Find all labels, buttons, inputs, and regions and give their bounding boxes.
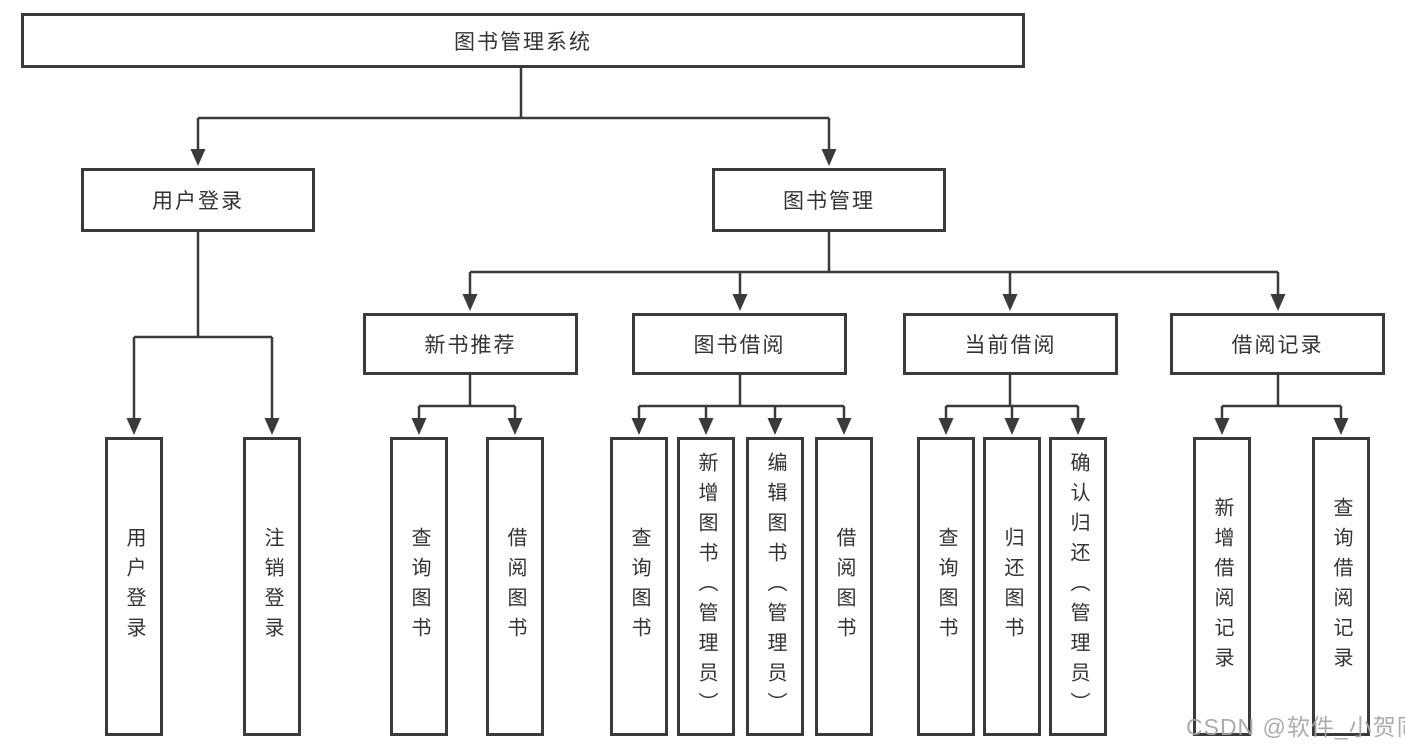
leaf-record-query-label: 查询借阅记录 — [1330, 496, 1352, 677]
leaf-record-query: 查询借阅记录 — [1312, 437, 1370, 736]
leaf-newbook-query: 查询图书 — [390, 437, 448, 736]
leaf-current-return: 归还图书 — [983, 437, 1041, 736]
node-user-login: 用户登录 — [81, 168, 315, 232]
node-current-borrow: 当前借阅 — [903, 313, 1118, 375]
leaf-logout: 注销登录 — [243, 437, 301, 736]
leaf-borrow-query-label: 查询图书 — [628, 526, 650, 647]
node-book-management-label: 图书管理 — [783, 190, 875, 213]
leaf-record-add-label: 新增借阅记录 — [1211, 496, 1233, 677]
node-new-book-recommend-label: 新书推荐 — [424, 334, 517, 357]
leaf-newbook-borrow: 借阅图书 — [486, 437, 544, 736]
node-user-login-label: 用户登录 — [152, 190, 244, 213]
arrowheads — [126, 149, 1349, 435]
leaf-current-return-label: 归还图书 — [1001, 526, 1023, 647]
leaf-borrow-add-admin: 新增图书（管理员） — [677, 437, 735, 736]
leaf-current-query: 查询图书 — [917, 437, 975, 736]
leaf-newbook-borrow-label: 借阅图书 — [504, 526, 526, 647]
node-root: 图书管理系统 — [21, 13, 1025, 68]
leaf-borrow-edit-admin-label: 编辑图书（管理员） — [764, 451, 786, 722]
leaf-user-login: 用户登录 — [105, 437, 163, 736]
leaf-borrow-edit-admin: 编辑图书（管理员） — [746, 437, 804, 736]
node-book-borrow: 图书借阅 — [632, 313, 847, 375]
leaf-borrow-add-admin-label: 新增图书（管理员） — [695, 451, 717, 722]
csdn-watermark: CSDN @软件_小贺同学 — [1186, 714, 1405, 740]
leaf-user-login-label: 用户登录 — [123, 526, 145, 647]
node-root-label: 图书管理系统 — [454, 30, 592, 54]
leaf-borrow-query: 查询图书 — [610, 437, 668, 736]
leaf-current-confirm-admin-label: 确认归还（管理员） — [1067, 451, 1089, 722]
leaf-current-confirm-admin: 确认归还（管理员） — [1049, 437, 1107, 736]
node-book-management: 图书管理 — [712, 168, 946, 232]
leaf-borrow-borrow: 借阅图书 — [815, 437, 873, 736]
node-current-borrow-label: 当前借阅 — [964, 334, 1057, 357]
leaf-newbook-query-label: 查询图书 — [408, 526, 430, 647]
leaf-record-add: 新增借阅记录 — [1193, 437, 1251, 736]
node-new-book-recommend: 新书推荐 — [363, 313, 578, 375]
node-borrow-record-label: 借阅记录 — [1231, 334, 1324, 357]
leaf-logout-label: 注销登录 — [261, 526, 283, 647]
node-borrow-record: 借阅记录 — [1170, 313, 1385, 375]
leaf-borrow-borrow-label: 借阅图书 — [833, 526, 855, 647]
node-book-borrow-label: 图书借阅 — [693, 334, 786, 357]
leaf-current-query-label: 查询图书 — [935, 526, 957, 647]
